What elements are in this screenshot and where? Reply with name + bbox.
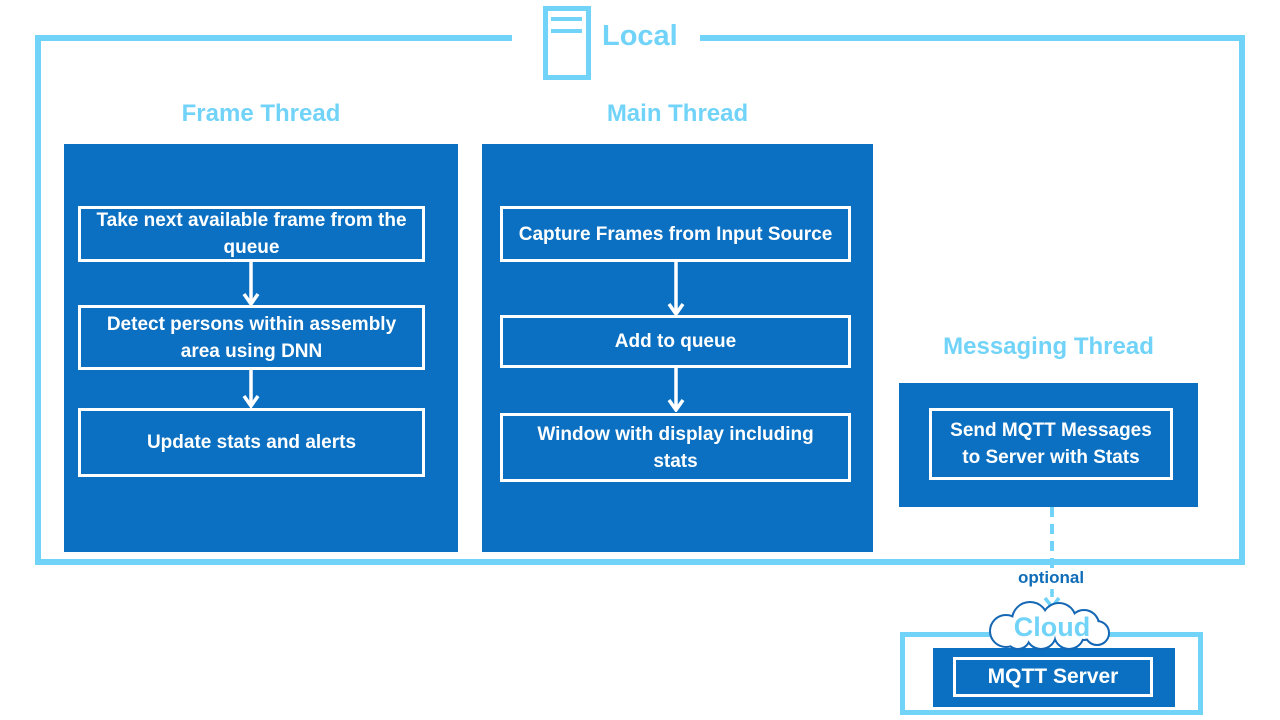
frame-thread-panel: Take next available frame from the queue… xyxy=(64,144,458,552)
local-label: Local xyxy=(602,20,678,52)
computer-icon-line xyxy=(551,17,582,21)
main-thread-step-2: Add to queue xyxy=(500,315,851,368)
main-thread-title: Main Thread xyxy=(606,100,749,127)
main-thread-panel: Capture Frames from Input Source Add to … xyxy=(482,144,873,552)
messaging-thread-title: Messaging Thread xyxy=(943,333,1154,360)
messaging-thread-step-1: Send MQTT Messages to Server with Stats xyxy=(929,408,1173,480)
mqtt-server-box: MQTT Server xyxy=(953,657,1153,697)
main-thread-step-1: Capture Frames from Input Source xyxy=(500,206,851,262)
arrow-down-icon xyxy=(242,368,260,408)
frame-thread-step-1: Take next available frame from the queue xyxy=(78,206,425,262)
arrow-down-icon xyxy=(667,262,685,316)
cloud-icon: Cloud xyxy=(989,601,1110,650)
frame-thread-step-3: Update stats and alerts xyxy=(78,408,425,477)
messaging-thread-panel: Send MQTT Messages to Server with Stats xyxy=(899,383,1198,507)
optional-label: optional xyxy=(1008,568,1094,588)
frame-thread-step-2: Detect persons within assembly area usin… xyxy=(78,305,425,370)
cloud-label: Cloud xyxy=(1014,612,1090,642)
arrow-down-icon xyxy=(242,262,260,306)
computer-icon xyxy=(543,6,591,80)
main-thread-step-3: Window with display including stats xyxy=(500,413,851,482)
computer-icon-line xyxy=(551,29,582,33)
arrow-down-icon xyxy=(667,366,685,412)
frame-thread-title: Frame Thread xyxy=(181,100,341,127)
